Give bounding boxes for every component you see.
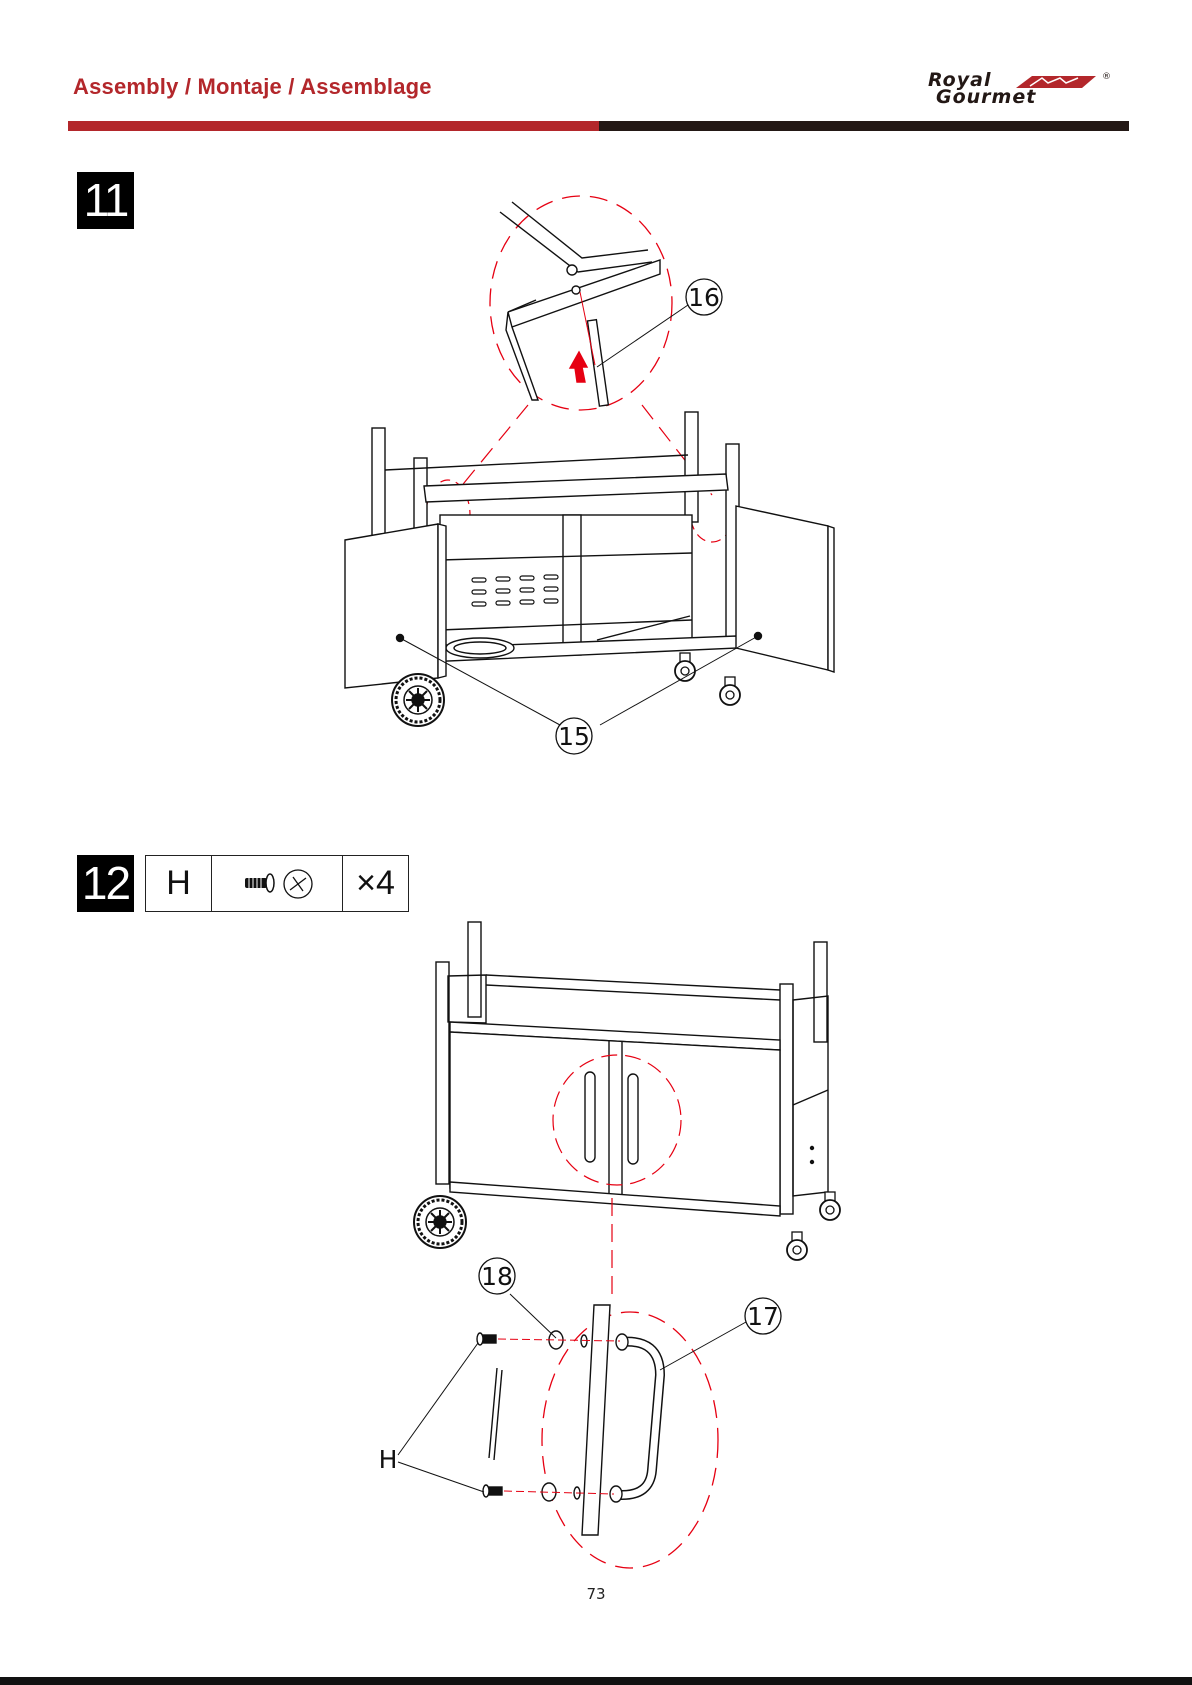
callout-h-label: H bbox=[379, 1445, 398, 1474]
step-11-cart bbox=[345, 412, 834, 726]
step-11-diagram bbox=[345, 196, 834, 726]
callout-17-label: 17 bbox=[747, 1302, 779, 1331]
callout-17: 17 bbox=[745, 1298, 781, 1334]
page-bottom-edge bbox=[0, 1677, 1192, 1685]
assembly-diagrams: 16 15 bbox=[0, 0, 1192, 1600]
callout-15-label: 15 bbox=[558, 722, 590, 751]
step-11-detail-frame bbox=[500, 202, 688, 406]
step-12-diagram bbox=[398, 922, 840, 1568]
callout-16-label: 16 bbox=[688, 283, 720, 312]
callout-18: 18 bbox=[479, 1258, 515, 1294]
page-number: 73 bbox=[0, 1585, 1192, 1603]
callout-18-label: 18 bbox=[481, 1262, 513, 1291]
callout-15: 15 bbox=[556, 718, 592, 754]
callout-16: 16 bbox=[686, 279, 722, 315]
